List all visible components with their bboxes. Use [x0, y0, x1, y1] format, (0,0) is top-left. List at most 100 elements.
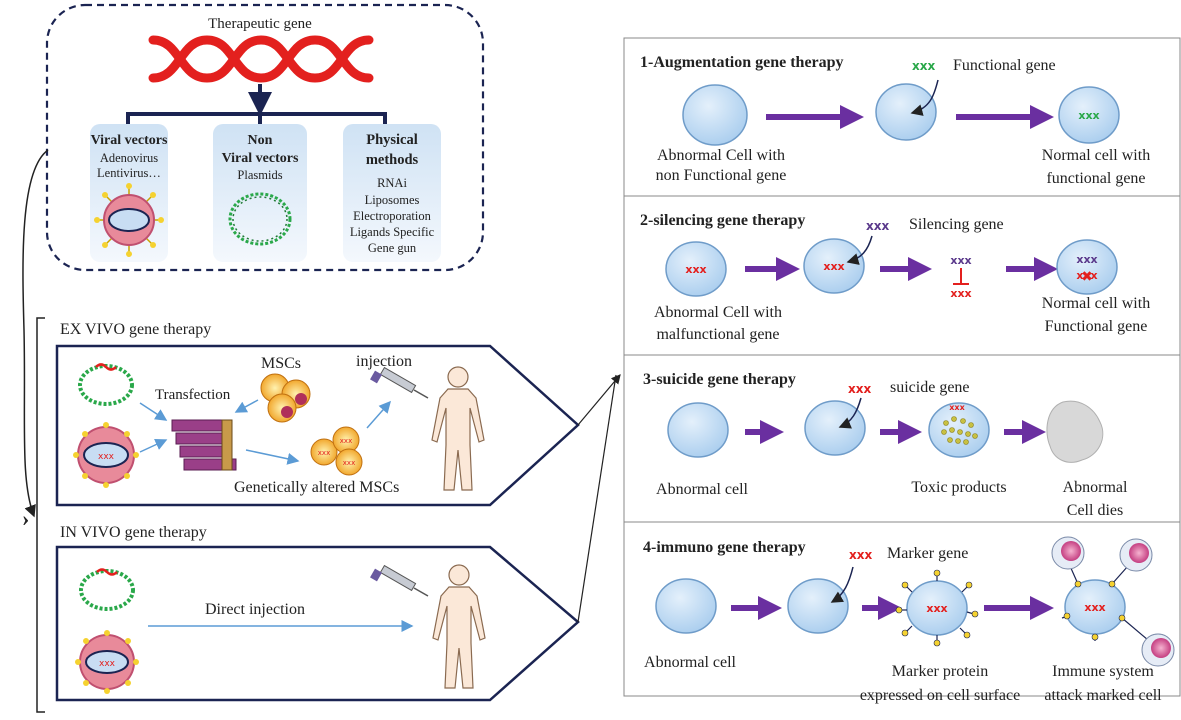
- ex-vivo-plasmid-icon: [78, 363, 134, 406]
- svg-text:xxx: xxx: [926, 602, 947, 615]
- gene-insertion-arrow: [910, 79, 939, 116]
- abnormal-cell-icon: [682, 84, 748, 146]
- in-vivo-virus-icon: xxx: [75, 630, 139, 694]
- therapy-gene-label: Marker gene: [887, 545, 968, 562]
- nonviral-title-1: Non: [248, 133, 273, 148]
- right-caption: functional gene: [1046, 170, 1145, 187]
- tree-connector: [126, 84, 387, 124]
- purple-gene-icon: xxx: [1076, 253, 1097, 266]
- svg-text:xxx: xxx: [99, 659, 116, 669]
- physical-item: Electroporation: [353, 209, 431, 223]
- in-vivo-title: IN VIVO gene therapy: [60, 524, 207, 541]
- cross-icon: ✖: [1081, 269, 1093, 285]
- purple-gene-icon: xxx: [866, 219, 889, 233]
- physical-item: Gene gun: [368, 241, 417, 255]
- vectors-box: Therapeutic gene Viral vectors Adenoviru…: [45, 3, 485, 272]
- syringe-icon: [370, 366, 429, 399]
- green-gene-icon: xxx: [1078, 109, 1099, 122]
- red-gene-icon: xxx: [849, 548, 872, 562]
- svg-text:xxx: xxx: [950, 254, 971, 267]
- gene-insertion-arrow: [846, 235, 873, 265]
- svg-text:xxx: xxx: [340, 437, 352, 445]
- physical-item: RNAi: [377, 176, 407, 190]
- nonviral-item: Plasmids: [237, 168, 282, 182]
- in-vivo-plasmid-icon: [79, 568, 135, 611]
- gene-insertion-arrow: [838, 397, 862, 429]
- red-gene-icon: xxx: [848, 382, 871, 396]
- therapy-immuno: 4-immuno gene therapy xxx Marker gene xx…: [643, 536, 1175, 704]
- converging-lines: [577, 374, 621, 623]
- ex-vivo-virus-icon: xxx: [73, 422, 139, 488]
- cell-icon: [787, 578, 849, 634]
- right-caption: Normal cell with: [1042, 147, 1150, 164]
- right-caption: Normal cell with: [1042, 295, 1150, 312]
- physical-title-2: methods: [366, 152, 419, 168]
- nonviral-title-2: Viral vectors: [222, 151, 299, 166]
- green-gene-icon: xxx: [912, 59, 935, 73]
- therapeutic-gene-label: Therapeutic gene: [208, 16, 312, 32]
- mid-caption: Marker protein: [892, 663, 988, 680]
- mid-caption: expressed on cell surface: [860, 687, 1020, 704]
- left-caption: Abnormal Cell with: [654, 304, 782, 321]
- abnormal-cell-icon: [655, 578, 717, 634]
- left-bracket: [22, 149, 49, 713]
- toxic-products-icon: [941, 416, 978, 445]
- msc-cells-icon: [260, 373, 311, 423]
- mscs-label: MSCs: [261, 355, 301, 372]
- right-caption: Functional gene: [1045, 318, 1148, 335]
- immune-attack-icon: xxx: [1051, 536, 1175, 667]
- plasmid-icon: [228, 192, 292, 246]
- therapy-gene-label: Silencing gene: [909, 216, 1004, 233]
- svg-text:xxx: xxx: [950, 287, 971, 300]
- therapy-title: 3-suicide gene therapy: [643, 371, 796, 388]
- virus-icon: [94, 183, 164, 257]
- red-gene-icon: xxx: [1076, 269, 1097, 282]
- therapy-silencing: 2-silencing gene therapy xxx Silencing g…: [640, 212, 1150, 343]
- red-gene-icon: xxx: [685, 263, 706, 276]
- in-vivo-pentagon: [55, 545, 580, 702]
- cell-icon: [875, 83, 937, 141]
- therapy-gene-label: suicide gene: [890, 379, 970, 396]
- injection-label: injection: [356, 353, 412, 370]
- physical-item: Ligands Specific: [350, 225, 435, 239]
- svg-text:xxx: xxx: [1084, 601, 1105, 614]
- left-caption: Abnormal cell: [644, 654, 737, 671]
- marked-cell-icon: xxx: [895, 569, 979, 647]
- therapy-augmentation: 1-Augmentation gene therapy xxx Function…: [640, 54, 1150, 187]
- human-figure-icon: [431, 366, 485, 491]
- gene-insertion-arrow: [830, 566, 854, 603]
- viral-vectors-title: Viral vectors: [91, 133, 168, 148]
- ex-vivo-title: EX VIVO gene therapy: [60, 321, 211, 338]
- right-caption: Abnormal: [1063, 479, 1128, 496]
- therapy-title: 1-Augmentation gene therapy: [640, 54, 844, 71]
- left-caption: non Functional gene: [656, 167, 787, 184]
- syringe-icon: [370, 564, 429, 597]
- nonviral-vectors-panel: [213, 124, 307, 262]
- dead-cell-icon: [1046, 400, 1104, 463]
- right-caption: Cell dies: [1067, 502, 1123, 519]
- right-caption: Immune system: [1052, 663, 1154, 680]
- left-caption: Abnormal cell: [656, 481, 749, 498]
- gene-inhibition-icon: xxx xxx: [950, 254, 971, 300]
- direct-injection-label: Direct injection: [205, 601, 305, 618]
- physical-methods-panel: [343, 124, 441, 262]
- right-caption: attack marked cell: [1044, 687, 1162, 704]
- left-caption: malfunctional gene: [656, 326, 779, 343]
- therapy-suicide: 3-suicide gene therapy xxx suicide gene …: [643, 371, 1128, 519]
- physical-item: Liposomes: [365, 193, 420, 207]
- culture-flask-stack-icon: [171, 419, 237, 471]
- therapy-title: 4-immuno gene therapy: [643, 539, 806, 556]
- cell-icon: [804, 400, 866, 456]
- mid-caption: Toxic products: [911, 479, 1006, 496]
- transfection-arrows: [139, 399, 391, 465]
- bracket-chevron-icon: ›: [22, 506, 29, 531]
- abnormal-cell-icon: [665, 241, 727, 297]
- cell-icon: [803, 238, 865, 294]
- therapy-title: 2-silencing gene therapy: [640, 212, 805, 229]
- transfection-label: Transfection: [155, 387, 231, 403]
- viral-item: Lentivirus…: [97, 166, 161, 180]
- red-gene-icon: xxx: [949, 403, 965, 412]
- therapy-gene-label: Functional gene: [953, 57, 1056, 74]
- altered-mscs-label: Genetically altered MSCs: [234, 479, 399, 496]
